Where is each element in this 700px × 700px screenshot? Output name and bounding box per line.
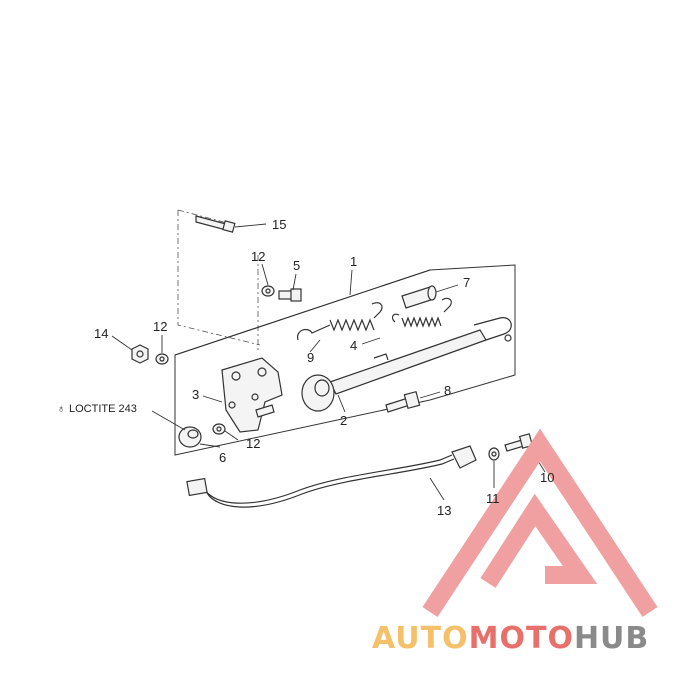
washer-12-left (155, 353, 169, 365)
watermark-triangle-outer (422, 428, 658, 617)
washer-11 (488, 447, 500, 461)
callout-6: 6 (219, 450, 226, 465)
construction-lines (177, 209, 261, 350)
callout-12-top: 12 (251, 249, 265, 264)
callout-12-left: 12 (153, 319, 167, 334)
callout-12-bottom: 12 (246, 436, 260, 451)
callout-1: 1 (350, 254, 357, 269)
callout-11: 11 (486, 491, 500, 506)
nut-14 (131, 344, 149, 364)
bolt-8 (385, 390, 421, 413)
spring-4 (391, 297, 452, 328)
watermark-text: AUTOMOTOHUB (372, 621, 649, 656)
callout-14: 14 (94, 326, 108, 341)
callout-7: 7 (463, 275, 470, 290)
spring-9 (296, 302, 383, 341)
callout-15: 15 (272, 217, 286, 232)
watermark-logo: AUTOMOTOHUB (372, 428, 658, 656)
callout-13: 13 (437, 503, 451, 518)
bolt-15 (195, 215, 236, 233)
switch-13 (186, 445, 477, 508)
screw-5 (278, 288, 302, 302)
callout-4: 4 (350, 338, 357, 353)
callout-3: 3 (192, 387, 199, 402)
callout-2: 2 (340, 413, 347, 428)
watermark-part3: HUB (574, 621, 649, 656)
callout-10: 10 (540, 470, 554, 485)
callouts: 15 12 5 1 7 9 4 14 12 3 2 8 6 12 13 11 1… (57, 217, 554, 518)
loctite-symbol-icon: ♁ (57, 403, 65, 415)
watermark-part1: AUTO (372, 621, 469, 656)
sleeve-7 (401, 285, 437, 309)
screw-10 (504, 433, 534, 452)
callout-9: 9 (307, 350, 314, 365)
leader-lines (111, 223, 546, 501)
pad-6 (178, 426, 202, 448)
watermark-part2: MOTO (469, 621, 574, 656)
washer-12-bottom (212, 423, 226, 435)
callout-5: 5 (293, 258, 300, 273)
side-stand-2 (301, 317, 512, 412)
loctite-note: LOCTITE 243 (69, 403, 137, 415)
bracket-panel (174, 264, 516, 456)
plate-3 (221, 357, 283, 433)
watermark-triangle-inner (480, 493, 598, 588)
callout-8: 8 (444, 383, 451, 398)
washer-12-top (261, 285, 275, 297)
